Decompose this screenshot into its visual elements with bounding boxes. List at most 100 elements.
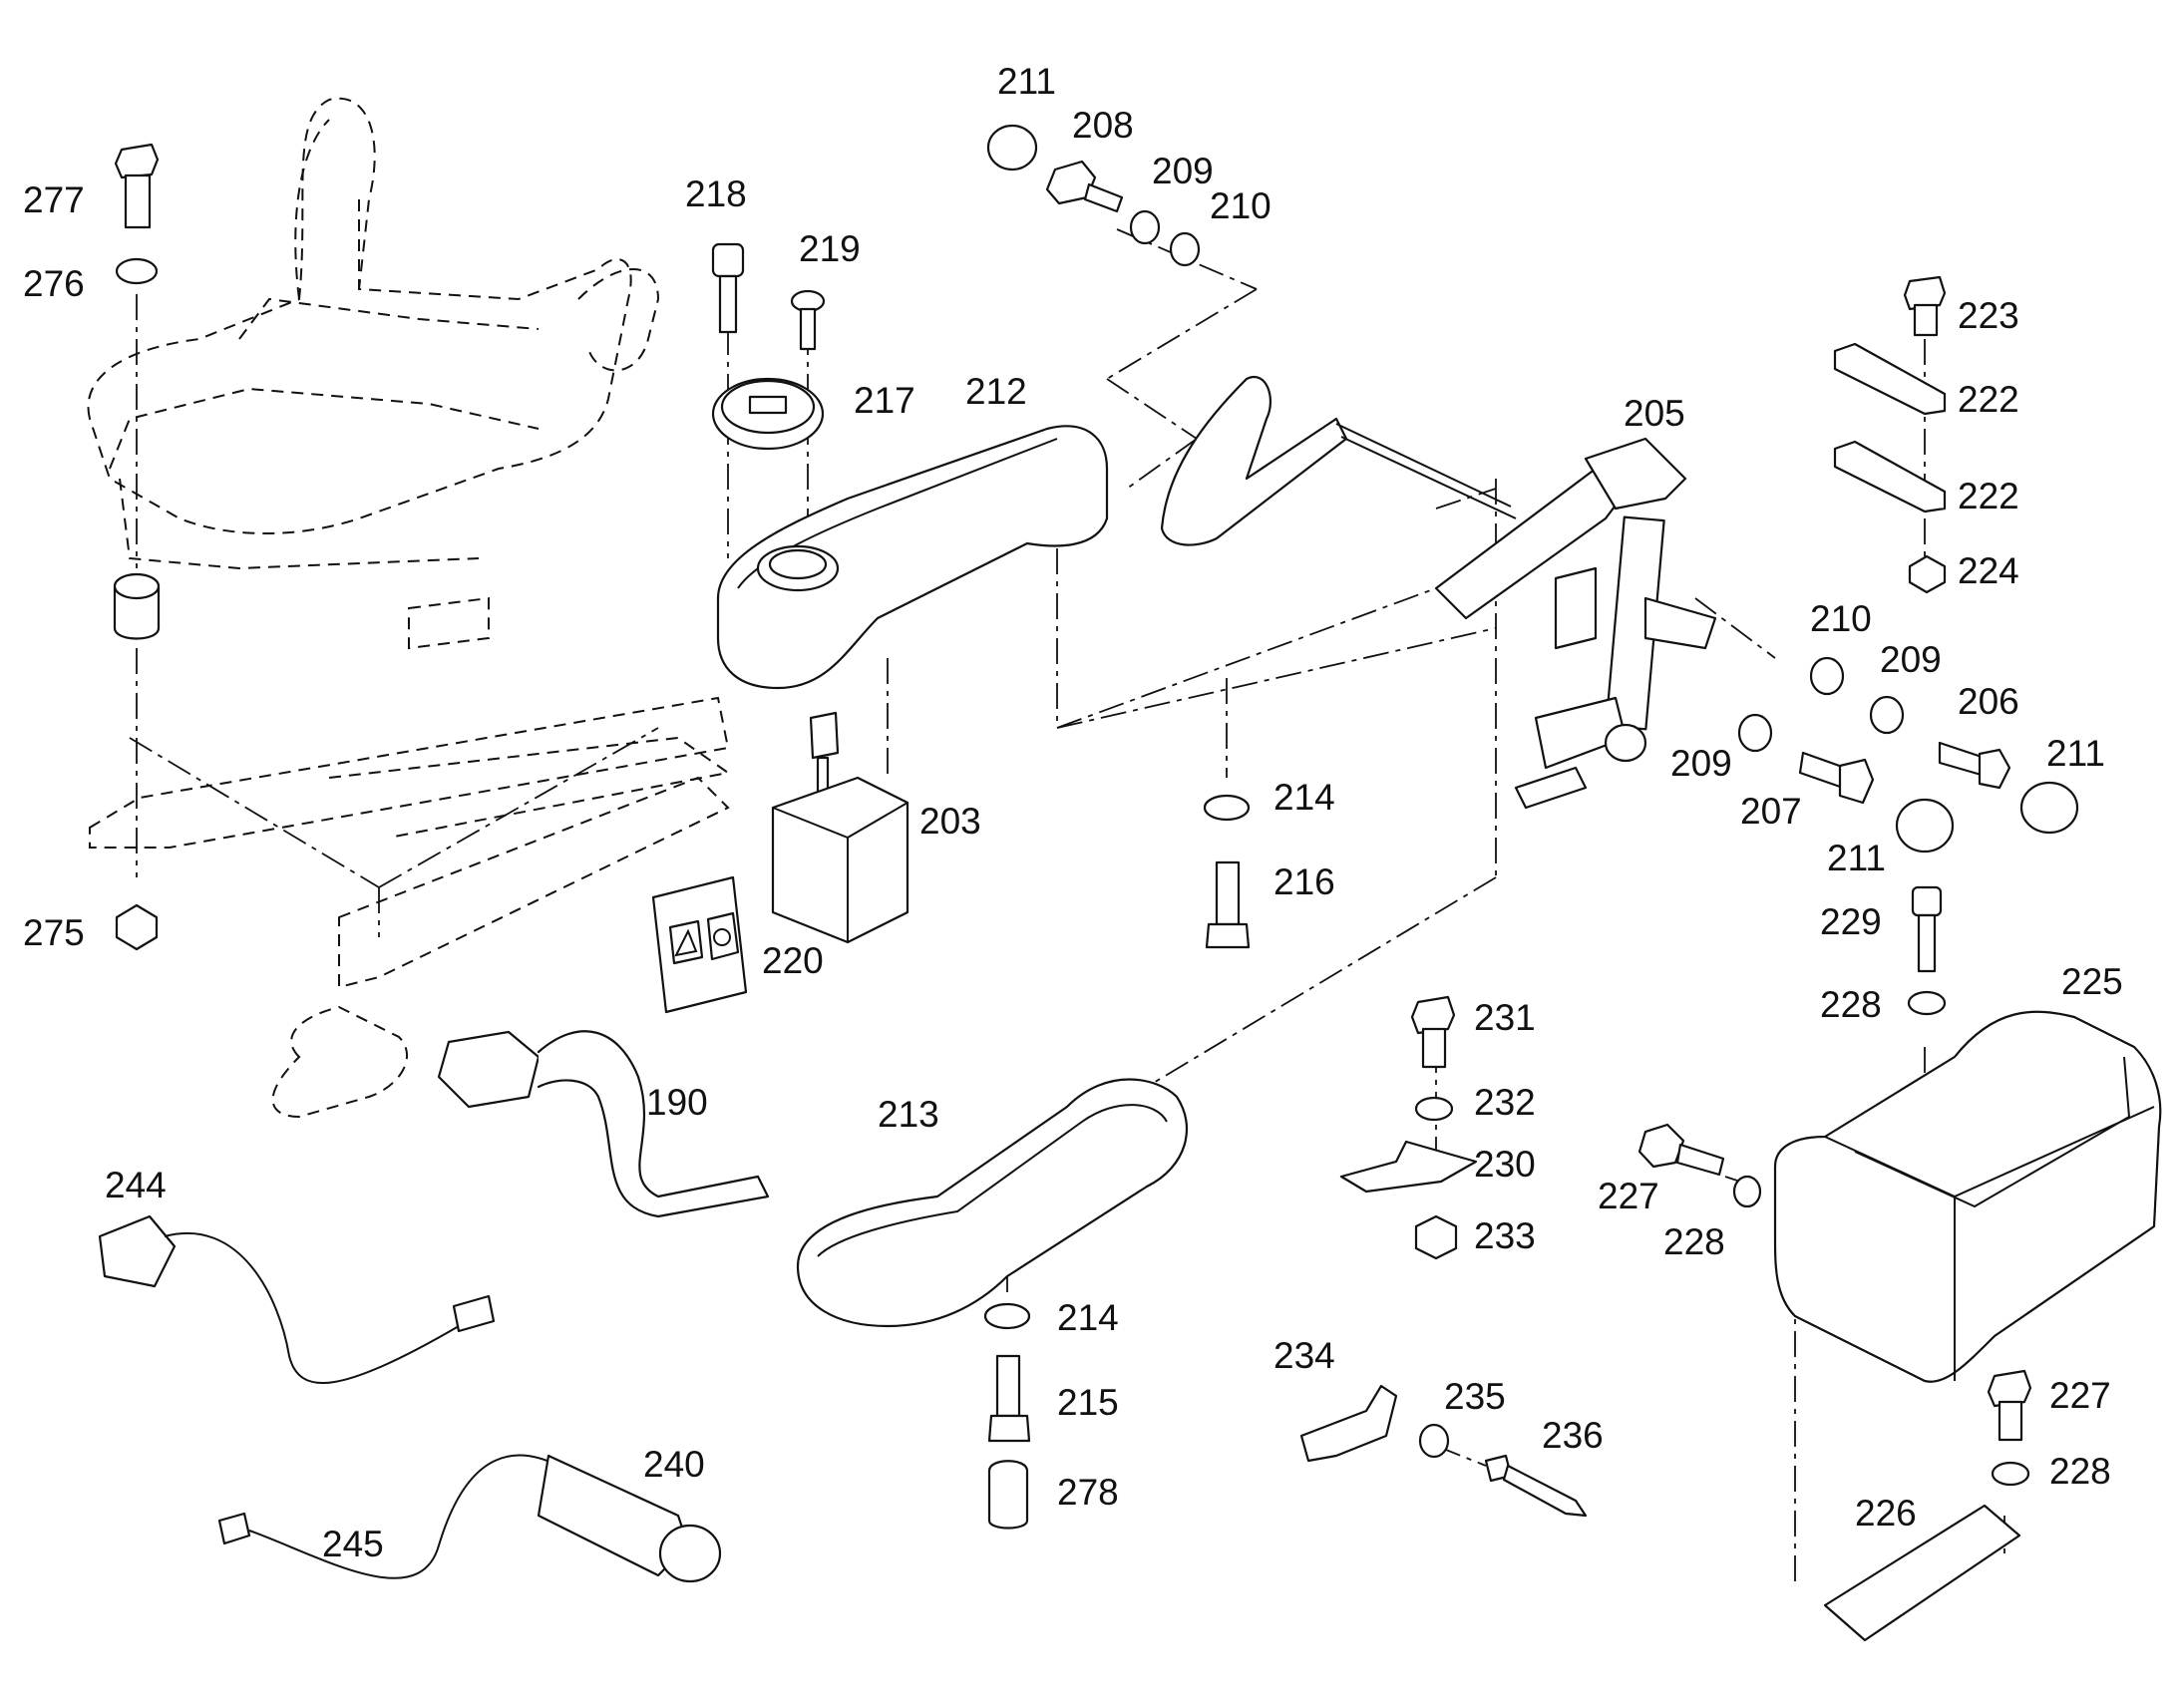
nut-278 (987, 1460, 1029, 1530)
callout-244: 244 (105, 1165, 167, 1205)
callout-210-right: 210 (1810, 598, 1872, 639)
callout-218: 218 (685, 173, 747, 214)
callout-245: 245 (322, 1524, 384, 1564)
callout-228-upper: 228 (1820, 984, 1882, 1025)
label-plate-220 (651, 875, 748, 1014)
callout-225: 225 (2061, 961, 2123, 1002)
callout-228-mid: 228 (1663, 1221, 1725, 1262)
callout-230: 230 (1474, 1144, 1536, 1185)
seat-frame-phantom (87, 97, 731, 1119)
callout-207: 207 (1740, 791, 1802, 832)
bolt-223 (1903, 275, 1947, 337)
bolt-231 (1410, 995, 1456, 1069)
washer-228-mid (1732, 1175, 1762, 1208)
armrest-212 (716, 425, 1109, 690)
washer-209-right (1869, 695, 1905, 735)
tray-225 (1773, 1010, 2162, 1383)
base-tray-213 (796, 1078, 1189, 1328)
callout-220: 220 (762, 940, 824, 981)
washer-210-right (1809, 656, 1845, 696)
callout-276: 276 (23, 263, 85, 304)
actuator-203 (771, 711, 909, 944)
plate-222-lower (1833, 440, 1947, 513)
callout-209-right: 209 (1880, 639, 1942, 680)
callout-214-lower: 214 (1057, 1297, 1119, 1338)
screw-219 (790, 289, 826, 351)
bolt-277 (114, 143, 160, 229)
callout-214-upper: 214 (1273, 777, 1335, 818)
callout-224: 224 (1958, 550, 2019, 591)
callout-235: 235 (1444, 1376, 1506, 1417)
callout-213: 213 (878, 1094, 939, 1135)
washer-210-top (1169, 231, 1201, 267)
callout-234: 234 (1273, 1335, 1335, 1376)
cap-211-right (2019, 781, 2079, 835)
socket-screw-218 (711, 242, 745, 334)
pin-236 (1484, 1454, 1588, 1518)
callout-277: 277 (23, 179, 85, 220)
socket-screw-229 (1911, 885, 1943, 973)
callout-216: 216 (1273, 861, 1335, 902)
callout-211-mid: 211 (1827, 838, 1886, 878)
spacer-sleeve (113, 572, 161, 640)
callout-209-mid: 209 (1670, 743, 1732, 784)
callout-222-upper: 222 (1958, 379, 2019, 420)
callout-227-lower: 227 (2049, 1375, 2111, 1416)
bolt-208 (1045, 160, 1124, 213)
callout-217: 217 (854, 380, 915, 421)
washer-214-upper (1203, 794, 1251, 822)
callout-211-right: 211 (2046, 733, 2105, 774)
callout-215: 215 (1057, 1382, 1119, 1423)
plate-226 (1823, 1504, 2021, 1642)
bolt-227-lower (1987, 1369, 2032, 1442)
callout-231: 231 (1474, 997, 1536, 1038)
washer-214-lower (983, 1302, 1031, 1330)
bracket-234 (1299, 1384, 1398, 1463)
washer-276 (115, 257, 159, 285)
callout-227-upper: 227 (1598, 1176, 1659, 1216)
bolt-207 (1798, 751, 1875, 805)
cover-plate-217 (711, 377, 825, 451)
washer-232 (1414, 1096, 1454, 1122)
callout-212: 212 (965, 371, 1027, 412)
cap-211-mid (1895, 798, 1955, 854)
callout-232: 232 (1474, 1082, 1536, 1123)
callout-210-top: 210 (1210, 185, 1272, 226)
callout-190: 190 (646, 1082, 708, 1123)
bolt-215 (987, 1354, 1031, 1443)
callout-278: 278 (1057, 1472, 1119, 1513)
bolt-227-upper (1637, 1123, 1725, 1177)
nut-233 (1414, 1214, 1458, 1260)
callout-236: 236 (1542, 1415, 1604, 1456)
washer-228-upper (1907, 990, 1947, 1016)
washer-235 (1418, 1423, 1450, 1459)
callout-205: 205 (1624, 393, 1685, 434)
cap-211-top (986, 124, 1038, 171)
sensor-cable-244 (98, 1214, 496, 1384)
nut-224 (1908, 554, 1947, 594)
bolt-216 (1205, 860, 1251, 949)
bolt-206 (1938, 741, 2011, 790)
washer-209-mid (1737, 713, 1773, 753)
callout-211-top: 211 (997, 61, 1056, 102)
callout-223: 223 (1958, 295, 2019, 336)
plate-222-upper (1833, 342, 1947, 416)
washer-228-lower (1991, 1461, 2030, 1487)
bracket-230 (1339, 1140, 1478, 1194)
callout-219: 219 (799, 228, 861, 269)
callout-labels: 277 276 275 218 219 217 211 208 209 210 … (23, 61, 2123, 1564)
callout-233: 233 (1474, 1215, 1536, 1256)
callout-203: 203 (919, 801, 981, 842)
callout-275: 275 (23, 912, 85, 953)
callout-228-lower: 228 (2049, 1451, 2111, 1492)
callout-206: 206 (1958, 681, 2019, 722)
bracket-205 (1160, 375, 1717, 810)
ribbon-cable-190 (437, 1030, 770, 1218)
nut-275 (115, 903, 159, 951)
callout-226: 226 (1855, 1493, 1917, 1534)
sensor-cable-245 (217, 1454, 722, 1583)
callout-229: 229 (1820, 901, 1882, 942)
callout-209-top: 209 (1152, 151, 1214, 191)
callout-208: 208 (1072, 105, 1134, 146)
